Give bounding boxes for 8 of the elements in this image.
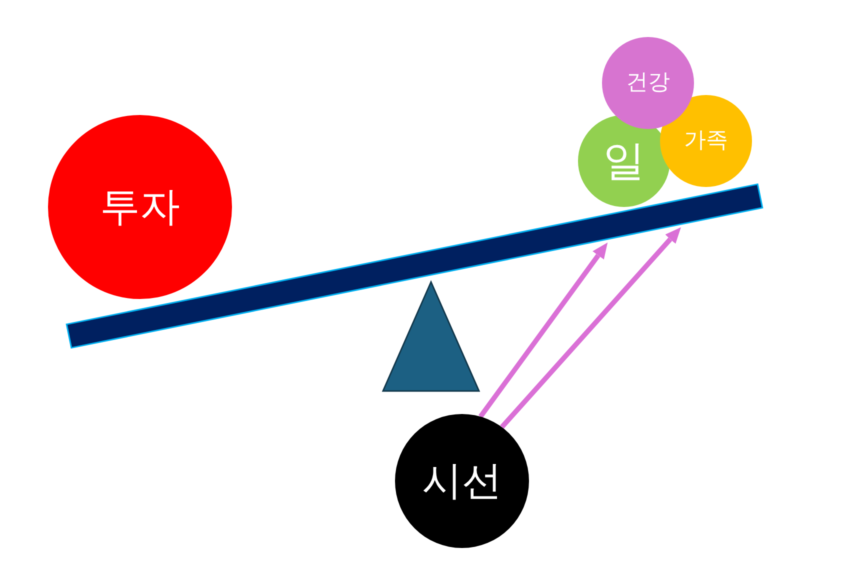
seesaw-beam xyxy=(66,183,764,349)
circle-label: 일 xyxy=(603,140,645,182)
circle-label: 가족 xyxy=(684,130,728,152)
arrow xyxy=(478,242,608,418)
circle-label: 시선 xyxy=(422,461,502,501)
arrow xyxy=(500,227,681,429)
circle-label: 투자 xyxy=(100,187,180,227)
circle-label: 건강 xyxy=(626,72,670,94)
